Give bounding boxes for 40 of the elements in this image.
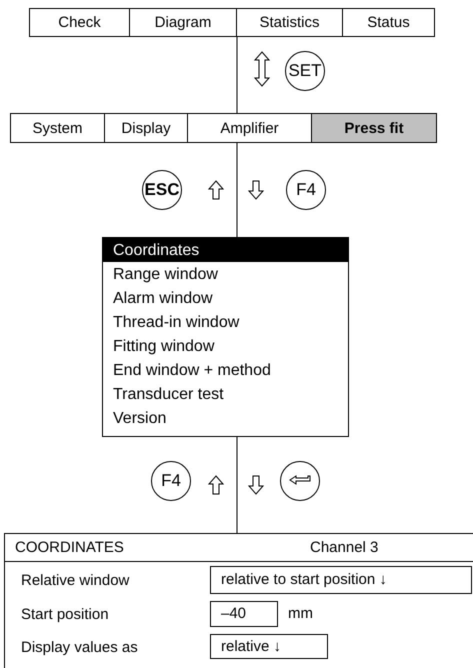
keypad-key: F4 bbox=[286, 170, 326, 210]
block-arrow bbox=[208, 475, 224, 494]
menu-item: Fitting window bbox=[112, 337, 216, 357]
dropdown-field: relative to start position ↓ bbox=[210, 566, 472, 594]
menu-tab: Diagram bbox=[129, 8, 237, 37]
block-arrow bbox=[254, 51, 270, 87]
menu-tab: Press fit bbox=[311, 113, 437, 143]
menu-tab: Amplifier bbox=[187, 113, 312, 143]
field-label: Start position bbox=[21, 606, 109, 624]
menu-item: Range window bbox=[112, 265, 219, 285]
selected-menu-item: Coordinates bbox=[103, 238, 348, 262]
keypad-key: ESC bbox=[142, 170, 182, 210]
input-field: –40 bbox=[210, 601, 278, 627]
dropdown-field: relative ↓ bbox=[210, 634, 328, 659]
menu-tab: System bbox=[10, 113, 105, 143]
keypad-key: SET bbox=[285, 51, 325, 91]
field-label: Relative window bbox=[21, 572, 130, 590]
connector-line bbox=[236, 36, 238, 114]
field-label: Display values as bbox=[21, 639, 138, 657]
block-arrow bbox=[248, 180, 264, 200]
menu-list bbox=[102, 237, 349, 437]
menu-tab: Status bbox=[342, 8, 435, 37]
keypad-key: F4 bbox=[151, 461, 191, 501]
menu-item: Alarm window bbox=[112, 289, 214, 309]
channel-label: Channel 3 bbox=[310, 539, 378, 557]
menu-tab: Check bbox=[29, 8, 130, 37]
menu-item: End window + method bbox=[112, 361, 272, 381]
block-arrow bbox=[208, 180, 224, 200]
connector-line bbox=[236, 142, 238, 238]
panel-title: COORDINATES bbox=[15, 539, 124, 557]
keypad-key bbox=[280, 461, 320, 501]
menu-item: Version bbox=[112, 409, 168, 429]
block-arrow bbox=[248, 476, 264, 495]
menu-item: Thread-in window bbox=[112, 313, 240, 333]
connector-line bbox=[236, 436, 238, 534]
unit-label: mm bbox=[288, 605, 313, 623]
menu-item: Transducer test bbox=[112, 385, 225, 405]
settings-panel bbox=[4, 533, 473, 668]
menu-tab: Statistics bbox=[236, 8, 343, 37]
menu-tab: Display bbox=[104, 113, 188, 143]
